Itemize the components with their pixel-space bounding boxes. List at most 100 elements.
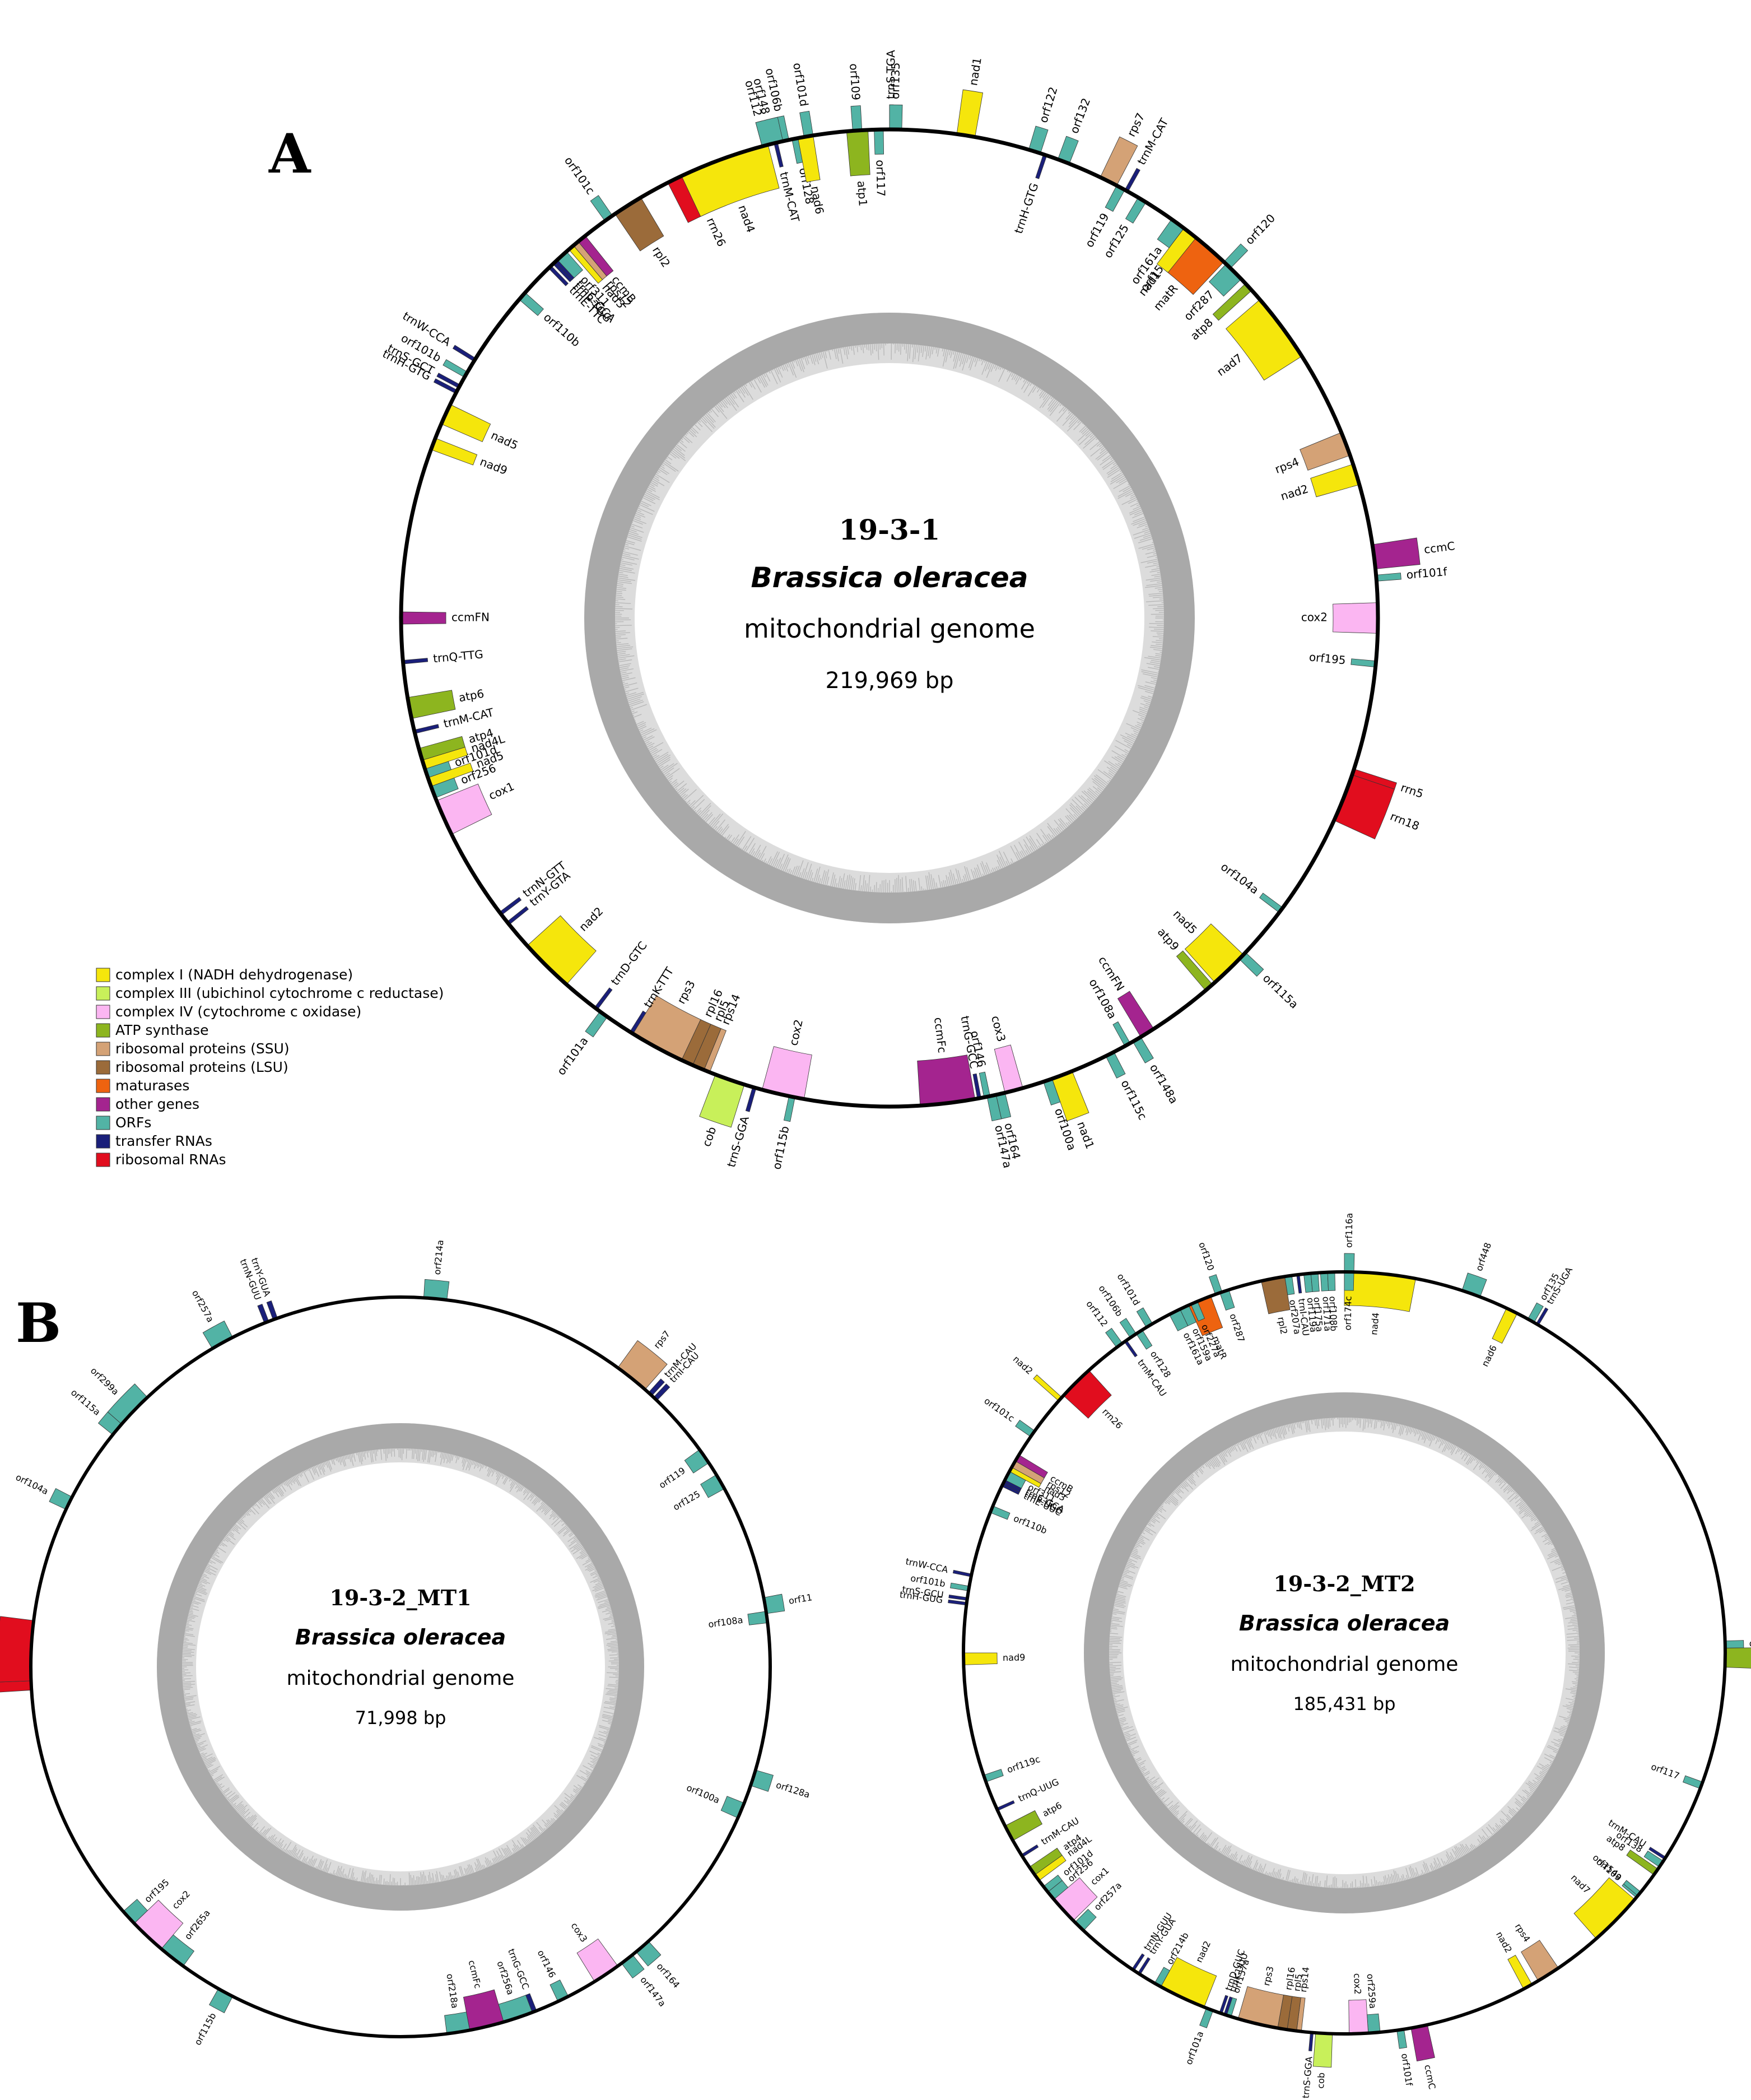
legend-label-c1: complex I (NADH dehydrogenase): [115, 967, 353, 983]
gene-label: ccmC: [1423, 539, 1456, 556]
gene-label: cox3: [569, 1921, 590, 1944]
panel-letter-b: B: [16, 1291, 61, 1355]
gene-label: atp1: [855, 180, 870, 207]
gene-block-trnm-cau: [1021, 1844, 1039, 1857]
gene-block-nad6: [1492, 1308, 1518, 1344]
gene-label: orf259a: [1365, 1973, 1379, 2009]
gene-label: rps3: [1261, 1965, 1276, 1987]
gene-block-trnh-gug: [948, 1599, 967, 1606]
gene-label: orf174c: [1343, 1296, 1354, 1331]
gene-label: ccmC: [1422, 2064, 1437, 2090]
gc-content-ring: [157, 1423, 644, 1911]
legend-label-rrna: ribosomal RNAs: [115, 1151, 226, 1168]
gene-label: orf109: [1749, 1637, 1751, 1648]
gc-content-ring: [1084, 1392, 1605, 1913]
gene-label: rrn26: [704, 216, 729, 249]
gene-label: orf125: [671, 1489, 702, 1513]
gene-label: cox3: [989, 1014, 1008, 1043]
gene-label: orf257a: [190, 1288, 216, 1324]
gene-label: orf101d: [1115, 1272, 1142, 1308]
gene-block-trnq-uug: [996, 1800, 1015, 1811]
gene-label: orf108a: [707, 1615, 743, 1630]
panel-letter-a: A: [268, 122, 311, 185]
gene-block-trns-gga: [1308, 2032, 1314, 2052]
gene-label: orf164: [654, 1961, 682, 1990]
gene-label: rps4: [1513, 1922, 1533, 1944]
gene-block-trns-gga: [745, 1086, 757, 1112]
gene-label: orf115b: [192, 2011, 218, 2047]
gene-block-nad9: [963, 1652, 998, 1665]
gene-label: orf101a: [554, 1034, 590, 1077]
gene-block-orf174c: [1344, 1271, 1354, 1291]
gene-block-ccmfc: [917, 1054, 976, 1106]
legend-label-oth: other genes: [115, 1096, 199, 1112]
gene-block-cox2: [1333, 602, 1379, 634]
gene-label: orf148a: [1147, 1062, 1181, 1106]
gene-label: orf154a: [1591, 1852, 1624, 1882]
legend-swatch-c3: [96, 986, 110, 1001]
gene-block-orf108a: [747, 1611, 768, 1625]
gene-label: orf109: [847, 63, 863, 101]
gene-label: nad6: [808, 185, 826, 215]
legend-label-c3: complex III (ubichinol cytochrome c redu…: [115, 985, 444, 1001]
gene-block-atp1: [1725, 1647, 1751, 1669]
gene-label: cox2: [1352, 1973, 1363, 1994]
gene-label: orf171a: [1321, 1296, 1333, 1331]
gene-label: orf147a: [638, 1974, 668, 2009]
gene-label: orf195: [1308, 650, 1347, 667]
gene-block-orf108b: [1327, 1271, 1336, 1291]
genome-backbone-circle: [399, 127, 1380, 1109]
gene-label: trnH-GTG: [1012, 181, 1041, 235]
gene-category-legend: complex I (NADH dehydrogenase) complex II…: [96, 967, 444, 1168]
gene-label: orf104a: [14, 1472, 50, 1497]
gene-block-nad9: [430, 438, 478, 466]
gene-block-orf101f: [1396, 2029, 1407, 2049]
gene-block-atp6: [407, 690, 456, 719]
gene-label: orf119: [657, 1465, 687, 1491]
gene-label: nad2: [1194, 1939, 1213, 1964]
gene-label: trnQ-TTG: [432, 647, 483, 665]
gene-label: cob: [700, 1125, 719, 1149]
genome-map-19-3-2-mt2: orf116anad4orf174corf448orf135trnS-UGAna…: [899, 1213, 1751, 2099]
genome-map-19-3-2-mt1: B orf214arps7trnM-CAUtrnI-CAUorf119orf12…: [0, 1239, 813, 2047]
gene-label: rpl5: [1291, 1973, 1304, 1992]
legend-label-c4: complex IV (cytochrome c oxidase): [115, 1003, 361, 1020]
gene-block-trni-cau: [1296, 1274, 1302, 1294]
gene-block-orf115b: [208, 1988, 233, 2014]
gene-label: orf100a: [685, 1782, 721, 1806]
gene-block-atp1: [846, 129, 870, 176]
gene-label: cox2: [1301, 611, 1328, 624]
gene-label: cox2: [786, 1018, 805, 1047]
gene-label: nad6: [1479, 1344, 1499, 1369]
gene-label: rps4: [1273, 455, 1301, 476]
gene-block-trnw-cca: [452, 345, 476, 362]
gene-block-cox3: [576, 1938, 618, 1982]
gene-label: rrn26: [1100, 1406, 1125, 1431]
species-name: Brassica oleracea: [295, 1625, 506, 1650]
gene-label: atp6: [1041, 1800, 1064, 1819]
gene-block-orf259a: [1367, 2013, 1381, 2034]
gene-label: orf265a: [183, 1908, 212, 1942]
gene-label: nad5: [489, 428, 520, 452]
legend-swatch-trna: [96, 1134, 110, 1149]
gene-label: rpl2: [650, 244, 673, 270]
gene-label: orf108b: [1328, 1296, 1339, 1331]
gc-ring-dark-band: [1084, 1392, 1605, 1913]
legend-swatch-oth: [96, 1097, 110, 1112]
gene-label: cox2: [170, 1888, 192, 1911]
gene-label: orf128a: [775, 1780, 811, 1800]
genome-backbone-circle: [29, 1295, 772, 2038]
gene-label: cob: [1315, 2072, 1327, 2089]
legend-swatch-rrna: [96, 1153, 110, 1167]
legend-label-trna: transfer RNAs: [115, 1133, 212, 1149]
gc-ring-noise: [181, 1448, 620, 1885]
gene-label: nad9: [478, 455, 510, 477]
gene-label: nad2: [576, 904, 606, 934]
gene-block-orf119: [684, 1449, 710, 1474]
gene-block-trns-gcu: [948, 1594, 968, 1601]
gene-label: cox1: [1088, 1865, 1111, 1888]
legend-swatch-orf: [96, 1116, 110, 1130]
gene-label: rps7: [651, 1328, 672, 1350]
